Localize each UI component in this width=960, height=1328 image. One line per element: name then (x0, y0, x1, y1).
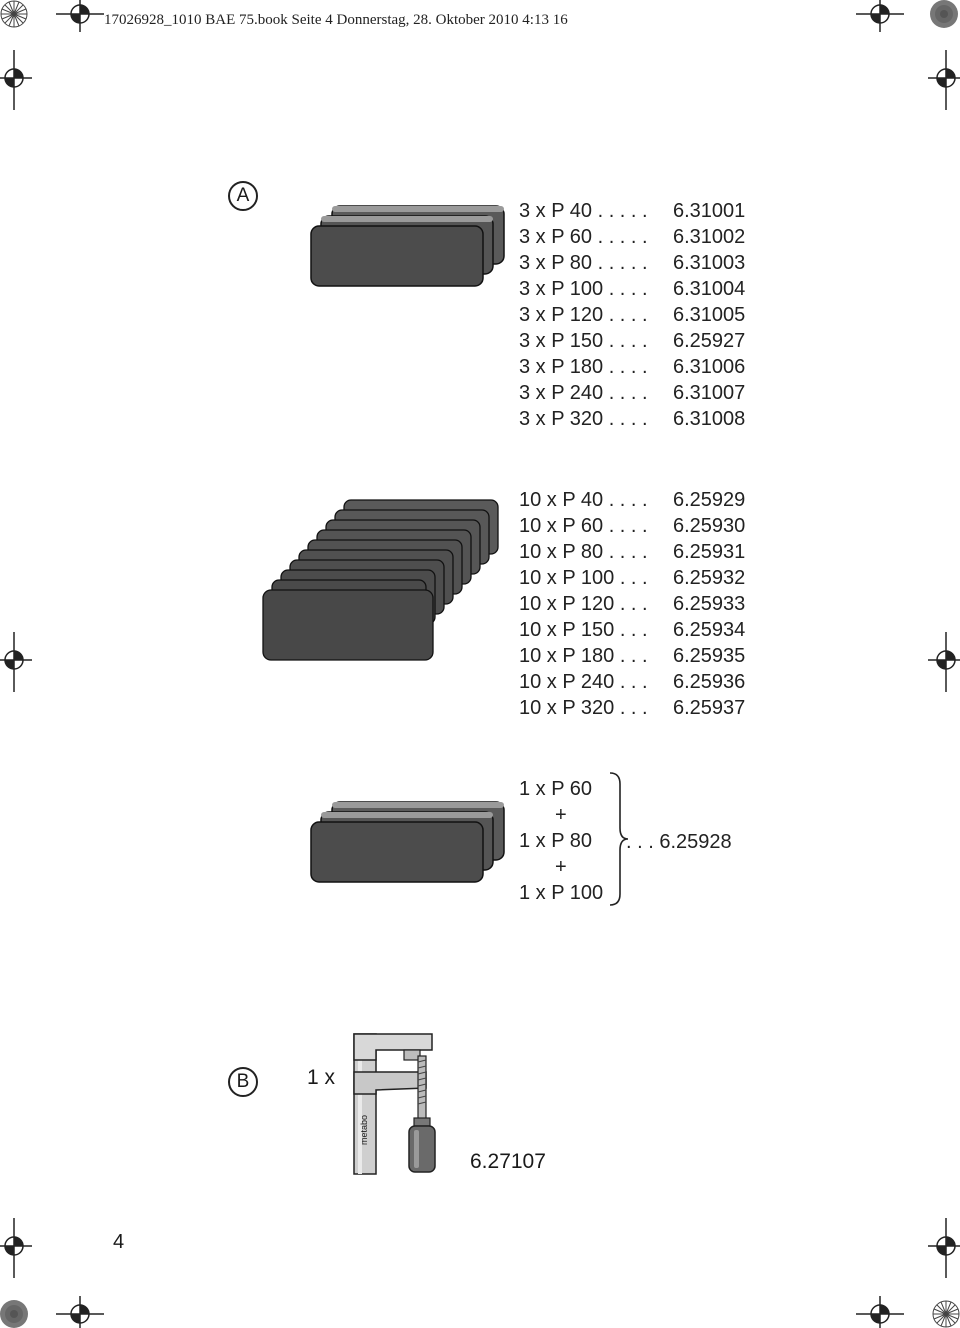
clamp-quantity: 1 x (307, 1066, 336, 1089)
sanding-belt-mixed-pack-image (310, 801, 505, 883)
section-a-label: A (228, 181, 258, 211)
belt-10-pack-row: 10 x P 60 . . . . 6.25930 (519, 513, 745, 539)
belt-10-pack-row: 10 x P 40 . . . . 6.25929 (519, 487, 745, 513)
belt-3-pack-part-number: 6.31004 (673, 278, 746, 300)
belt-3-pack-part-number: 6.31002 (673, 226, 746, 248)
belt-10-pack-row: 10 x P 180 . . . 6.25935 (519, 643, 745, 669)
screw-clamp-image: metabo (353, 1033, 436, 1175)
belt-3-pack-part-number: 6.31008 (673, 408, 746, 430)
page-number: 4 (113, 1231, 125, 1253)
belt-10-pack-row: 10 x P 320 . . . 6.25937 (519, 695, 745, 721)
belt-10-pack-quantity: 10 x P 180 . . . (519, 645, 648, 667)
registration-mark-right-middle (928, 632, 960, 692)
belt-10-pack-row: 10 x P 100 . . . 6.25932 (519, 565, 745, 591)
belt-3-pack-row: 3 x P 320 . . . . 6.31008 (519, 406, 745, 432)
belt-3-pack-quantity: 3 x P 320 . . . . (519, 408, 648, 430)
belt-3-pack-part-number: 6.31006 (673, 356, 746, 378)
belt-3-pack-part-number: 6.31005 (673, 304, 746, 326)
belt-3-pack-row: 3 x P 120 . . . . 6.31005 (519, 302, 745, 328)
sanding-belt-10-pack-image (262, 499, 499, 661)
mixed-plus-2: + (555, 856, 567, 878)
belt-3-pack-part-number: 6.31003 (673, 252, 746, 274)
belt-3-pack-part-number: 6.31007 (673, 382, 746, 404)
belt-10-pack-part-number: 6.25936 (673, 671, 746, 693)
belt-3-pack-row: 3 x P 150 . . . . 6.25927 (519, 328, 745, 354)
belt-3-pack-row: 3 x P 80 . . . . . 6.31003 (519, 250, 745, 276)
book-header: 17026928_1010 BAE 75.book Seite 4 Donner… (104, 12, 568, 28)
clamp-brand-text: metabo (359, 1115, 369, 1145)
registration-mark-bottom-right (856, 1296, 904, 1328)
belt-3-pack-row: 3 x P 40 . . . . . 6.31001 (519, 198, 745, 224)
sanding-belt-3-pack-image (310, 205, 505, 287)
belt-10-pack-quantity: 10 x P 80 . . . . (519, 541, 648, 563)
mixed-line-3: 1 x P 100 (519, 882, 604, 904)
belt-3-pack-quantity: 3 x P 40 . . . . . (519, 200, 648, 222)
belt-10-pack-part-number: 6.25930 (673, 515, 746, 537)
registration-mark-right-lower (928, 1218, 960, 1278)
belt-3-pack-part-number: 6.31001 (673, 200, 746, 222)
clamp-part-number: 6.27107 (470, 1150, 546, 1173)
belt-3-pack-quantity: 3 x P 150 . . . . (519, 330, 648, 352)
belt-10-pack-row: 10 x P 80 . . . . 6.25931 (519, 539, 745, 565)
gray-disc-mark-top-right (930, 0, 958, 28)
starburst-mark-bottom-right (932, 1300, 960, 1328)
mixed-part-number: . . . 6.25928 (626, 831, 732, 853)
mixed-line-2: 1 x P 80 (519, 830, 593, 852)
belt-10-pack-quantity: 10 x P 120 . . . (519, 593, 648, 615)
belt-3-pack-quantity: 3 x P 240 . . . . (519, 382, 648, 404)
belt-3-pack-row: 3 x P 240 . . . . 6.31007 (519, 380, 745, 406)
belt-3-pack-quantity: 3 x P 120 . . . . (519, 304, 648, 326)
belt-10-pack-quantity: 10 x P 320 . . . (519, 697, 648, 719)
registration-mark-left-lower (0, 1218, 32, 1278)
mixed-plus-1: + (555, 804, 567, 826)
belt-10-pack-row: 10 x P 120 . . . 6.25933 (519, 591, 745, 617)
belt-10-pack-quantity: 10 x P 60 . . . . (519, 515, 648, 537)
belt-10-pack-part-number: 6.25934 (673, 619, 746, 641)
registration-mark-right-upper (928, 50, 960, 110)
belt-3-pack-quantity: 3 x P 80 . . . . . (519, 252, 648, 274)
registration-mark-top-right (856, 0, 904, 32)
belt-10-pack-part-number: 6.25929 (673, 489, 746, 511)
belt-3-pack-quantity: 3 x P 180 . . . . (519, 356, 648, 378)
belt-10-pack-part-number: 6.25935 (673, 645, 746, 667)
belt-10-pack-row: 10 x P 240 . . . 6.25936 (519, 669, 745, 695)
belt-10-pack-quantity: 10 x P 100 . . . (519, 567, 648, 589)
gray-disc-mark-bottom-left (0, 1300, 28, 1328)
starburst-mark-top-left (0, 0, 28, 28)
belt-3-pack-quantity: 3 x P 100 . . . . (519, 278, 648, 300)
belt-3-pack-row: 3 x P 60 . . . . . 6.31002 (519, 224, 745, 250)
belt-10-pack-part-number: 6.25932 (673, 567, 746, 589)
belt-10-pack-part-number: 6.25931 (673, 541, 746, 563)
registration-mark-left-upper (0, 50, 32, 110)
belt-3-pack-row: 3 x P 180 . . . . 6.31006 (519, 354, 745, 380)
mixed-line-1: 1 x P 60 (519, 778, 593, 800)
belt-10-pack-quantity: 10 x P 150 . . . (519, 619, 648, 641)
belt-10-pack-row: 10 x P 150 . . . 6.25934 (519, 617, 745, 643)
belt-3-pack-row: 3 x P 100 . . . . 6.31004 (519, 276, 745, 302)
belt-10-pack-quantity: 10 x P 40 . . . . (519, 489, 648, 511)
registration-mark-bottom-left (56, 1296, 104, 1328)
curly-brace (609, 772, 629, 906)
belt-10-pack-part-number: 6.25937 (673, 697, 746, 719)
registration-mark-top-left (56, 0, 104, 32)
belt-10-pack-quantity: 10 x P 240 . . . (519, 671, 648, 693)
section-b-label: B (228, 1067, 258, 1097)
belt-3-pack-quantity: 3 x P 60 . . . . . (519, 226, 648, 248)
belt-10-pack-part-number: 6.25933 (673, 593, 746, 615)
registration-mark-left-middle (0, 632, 32, 692)
belt-3-pack-part-number: 6.25927 (673, 330, 746, 352)
